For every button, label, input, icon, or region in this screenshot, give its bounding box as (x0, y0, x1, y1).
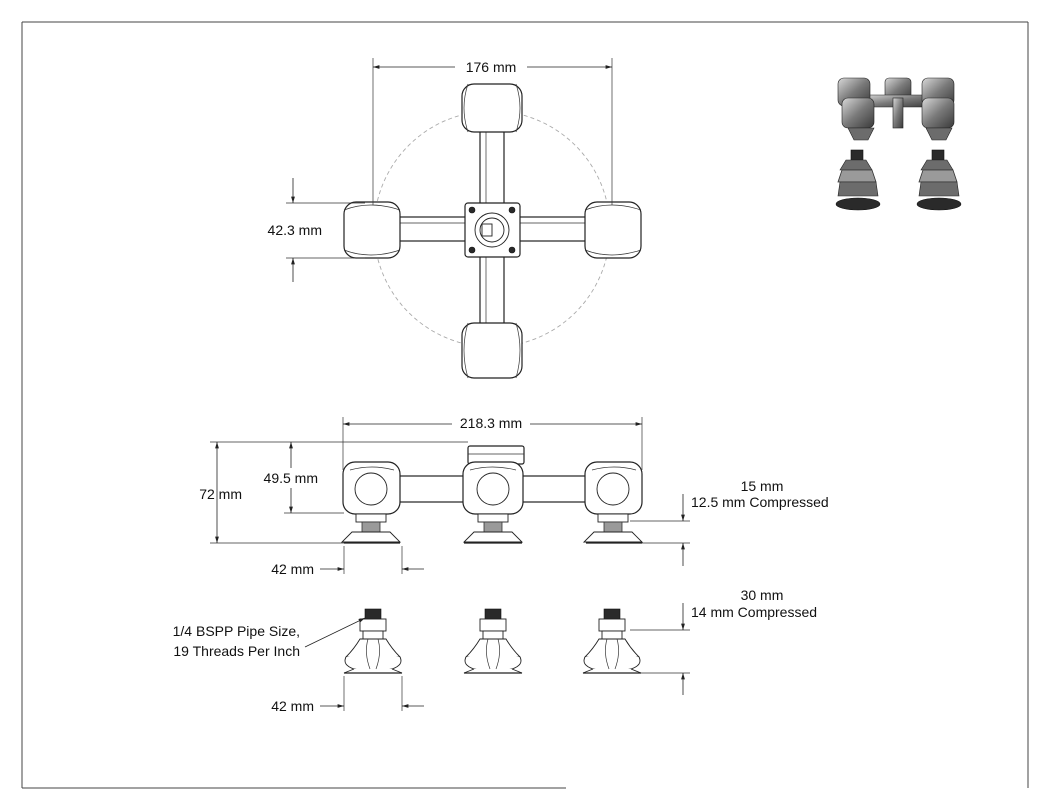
span-label: 218.3 mm (460, 415, 522, 431)
side-cup-right (582, 513, 644, 544)
center-dimension: 49.5 mm (264, 442, 344, 514)
top-cup-east (584, 201, 642, 259)
side-cup-width-label: 42 mm (271, 561, 314, 577)
side-block-center (462, 461, 524, 515)
width-dimension: 176 mm (372, 58, 613, 205)
side-block-right (584, 461, 643, 515)
cup-dimension: 42.3 mm (268, 178, 365, 282)
side-cup-left (340, 513, 402, 544)
side-view: 218.3 mm 72 mm 49.5 mm 42 mm (199, 415, 829, 577)
cups-width-label: 42 mm (271, 698, 314, 714)
thread-label-2: 19 Threads Per Inch (173, 643, 300, 659)
cup-label: 42.3 mm (268, 222, 322, 238)
side-stroke-label-1: 15 mm (741, 478, 784, 494)
cups-stroke-label-1: 30 mm (741, 587, 784, 603)
iso-cup-left (835, 149, 881, 211)
side-block-left (342, 461, 401, 515)
iso-block-right (921, 97, 955, 129)
cups-stroke-dimension: 30 mm 14 mm Compressed (630, 587, 817, 695)
top-view: 176 mm 42.3 mm (268, 58, 642, 379)
height-dimension: 72 mm (199, 441, 468, 544)
top-cup-west (343, 201, 401, 259)
center-label: 49.5 mm (264, 470, 318, 486)
width-label: 176 mm (466, 59, 517, 75)
thread-callout: 1/4 BSPP Pipe Size, 19 Threads Per Inch (173, 617, 366, 659)
isometric-render (835, 77, 962, 211)
side-cup-center (462, 513, 524, 544)
side-stroke-label-2: 12.5 mm Compressed (691, 494, 829, 510)
side-stroke-dimension: 15 mm 12.5 mm Compressed (630, 478, 829, 566)
cups-stroke-label-2: 14 mm Compressed (691, 604, 817, 620)
bellows-cup-left (343, 608, 403, 674)
cups-width-dimension: 42 mm (271, 676, 424, 714)
bellows-cup-right (582, 608, 642, 674)
thread-label-1: 1/4 BSPP Pipe Size, (173, 623, 300, 639)
height-label: 72 mm (199, 486, 242, 502)
side-cup-width-dimension: 42 mm (271, 546, 424, 577)
drawing-frame (21, 21, 1029, 789)
center-hub (464, 202, 521, 258)
top-cup-north (461, 83, 523, 133)
cups-view: 1/4 BSPP Pipe Size, 19 Threads Per Inch … (173, 587, 817, 714)
span-dimension: 218.3 mm (342, 415, 643, 470)
iso-cup-right (916, 149, 962, 211)
bellows-cup-center (463, 608, 523, 674)
iso-block-left (841, 97, 875, 129)
side-top-block (467, 445, 525, 465)
top-cup-south (461, 322, 523, 379)
